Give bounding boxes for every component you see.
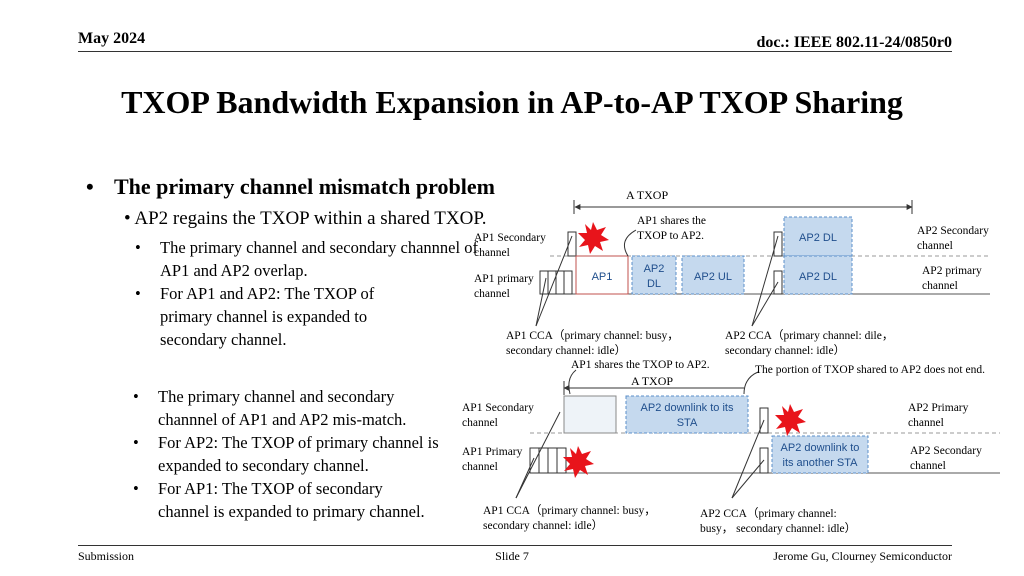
ap1-cca-leader: [535, 235, 573, 327]
svg-text:AP2 downlink to: AP2 downlink to: [781, 442, 860, 454]
collision-burst-icon: [563, 446, 594, 478]
collision-burst-icon: [578, 222, 609, 254]
svg-text:The portion of TXOP shared to: The portion of TXOP shared to AP2 does n…: [755, 364, 985, 376]
bullet-sub-text: AP2 regains the TXOP within a shared TXO…: [134, 208, 487, 229]
ap2-downlink-another-sta-block: [771, 435, 869, 474]
svg-text:AP2: AP2: [644, 263, 665, 275]
ap2-cca-note: AP2 CCA（primary channel: dile，: [725, 329, 893, 342]
bullet-dot: •: [124, 208, 131, 229]
svg-text:DL: DL: [647, 278, 661, 290]
bullet-group1-item2: • For AP1 and AP2: The TXOP of primary c…: [135, 282, 475, 352]
ap1-block: [575, 255, 629, 295]
svg-text:channel: channel: [474, 288, 510, 300]
svg-text:channel: channel: [922, 280, 958, 292]
slide-title: TXOP Bandwidth Expansion in AP-to-AP TXO…: [121, 84, 903, 120]
bullet-text: The primary channel and secondary channn…: [160, 238, 478, 280]
svg-text:AP2 Secondary: AP2 Secondary: [917, 225, 989, 237]
footer-slide-number: Slide 7: [495, 549, 529, 563]
header-divider: [78, 51, 952, 52]
ap2-dl-top-block: [783, 216, 853, 257]
txop-label: A TXOP: [626, 188, 668, 202]
svg-text:secondary channel: idle）: secondary channel: idle）: [483, 519, 603, 532]
bullet-group2-item2: • For AP2: The TXOP of primary channel i…: [133, 431, 473, 481]
svg-text:AP1 Secondary: AP1 Secondary: [474, 232, 546, 244]
svg-text:channel: channel: [474, 247, 510, 259]
ap2-dl-small-block: [631, 255, 677, 295]
svg-text:AP2 Secondary: AP2 Secondary: [910, 445, 982, 457]
svg-text:channel: channel: [908, 417, 944, 429]
footer-author: Jerome Gu, Clourney Semiconductor: [773, 549, 952, 563]
svg-text:channel: channel: [910, 460, 946, 472]
svg-text:busy， secondary channel: idle）: busy， secondary channel: idle）: [700, 522, 856, 535]
header-doc-id: doc.: IEEE 802.11-24/0850r0: [756, 34, 952, 51]
ap1-block-label: AP1: [592, 271, 613, 283]
header-date: May 2024: [78, 30, 146, 47]
ap1-secondary-block: [563, 395, 617, 434]
ap2-dl-bottom-block: [783, 255, 853, 295]
svg-text:A TXOP: A TXOP: [631, 374, 673, 388]
svg-text:channel: channel: [917, 240, 953, 252]
footer-divider: [78, 545, 952, 546]
bullet-dot: •: [86, 174, 94, 199]
svg-text:AP1 primary: AP1 primary: [474, 273, 534, 285]
svg-text:channel: channel: [462, 461, 498, 473]
ap2-cca-note-2: AP2 CCA（primary channel:: [700, 507, 837, 520]
bullet-group2-item1: • The primary channel and secondary chan…: [133, 385, 473, 435]
svg-text:AP2 DL: AP2 DL: [799, 232, 837, 244]
ap1-cca-secondary-box: [567, 231, 577, 257]
diagram-mismatch: AP1 shares the TXOP to AP2. The portion …: [462, 359, 1000, 535]
svg-text:AP1 shares the: AP1 shares the: [637, 215, 706, 227]
ap2-downlink-sta-block: [625, 395, 749, 434]
svg-text:AP1 Primary: AP1 Primary: [462, 446, 523, 458]
collision-burst-icon: [775, 404, 806, 436]
svg-text:secondary channel: idle）: secondary channel: idle）: [506, 344, 626, 357]
bullet-group1-item1: • The primary channel and secondary chan…: [135, 236, 478, 286]
svg-text:STA: STA: [677, 417, 698, 429]
svg-text:TXOP to AP2.: TXOP to AP2.: [637, 230, 704, 242]
svg-text:AP2 Primary: AP2 Primary: [908, 402, 969, 414]
svg-text:secondary channel: idle）: secondary channel: idle）: [725, 344, 845, 357]
footer-submission: Submission: [78, 549, 135, 563]
bullet-text: For AP1 and AP2: The TXOP of primary cha…: [160, 284, 375, 349]
svg-text:AP2 primary: AP2 primary: [922, 265, 982, 277]
svg-text:AP2 downlink to its: AP2 downlink to its: [641, 402, 734, 414]
diagram-overlap: A TXOP AP1 AP2 DL AP2 UL AP2 DL AP2 DL A…: [474, 188, 990, 357]
bullet-sub: • AP2 regains the TXOP within a shared T…: [124, 208, 487, 230]
ap1-cca-primary-boxes: [539, 270, 573, 295]
ap2-cca-leader: [751, 235, 779, 327]
ap1-cca-note-2: AP1 CCA（primary channel: busy，: [483, 504, 656, 517]
bullet-main-text: The primary channel mismatch problem: [114, 174, 495, 199]
svg-text:AP2 UL: AP2 UL: [694, 271, 732, 283]
svg-text:AP1 shares the TXOP to AP2.: AP1 shares the TXOP to AP2.: [571, 359, 710, 371]
svg-text:AP1 Secondary: AP1 Secondary: [462, 402, 534, 414]
bullet-text: The primary channel and secondary channn…: [158, 387, 407, 429]
bullet-group2-item3: • For AP1: The TXOP of secondary channel…: [133, 477, 473, 547]
ap1-cca-note: AP1 CCA（primary channel: busy，: [506, 329, 679, 342]
svg-text:its another STA: its another STA: [783, 457, 859, 469]
ap1-cca-primary-boxes-2: [529, 447, 567, 474]
bullet-text: For AP1: The TXOP of secondary channel i…: [158, 479, 425, 521]
ap2-ul-block: [681, 255, 745, 295]
ap2-cca-secondary-box: [773, 231, 783, 257]
bullet-text: For AP2: The TXOP of primary channel is …: [158, 433, 439, 475]
svg-text:channel: channel: [462, 417, 498, 429]
svg-text:AP2 DL: AP2 DL: [799, 271, 837, 283]
